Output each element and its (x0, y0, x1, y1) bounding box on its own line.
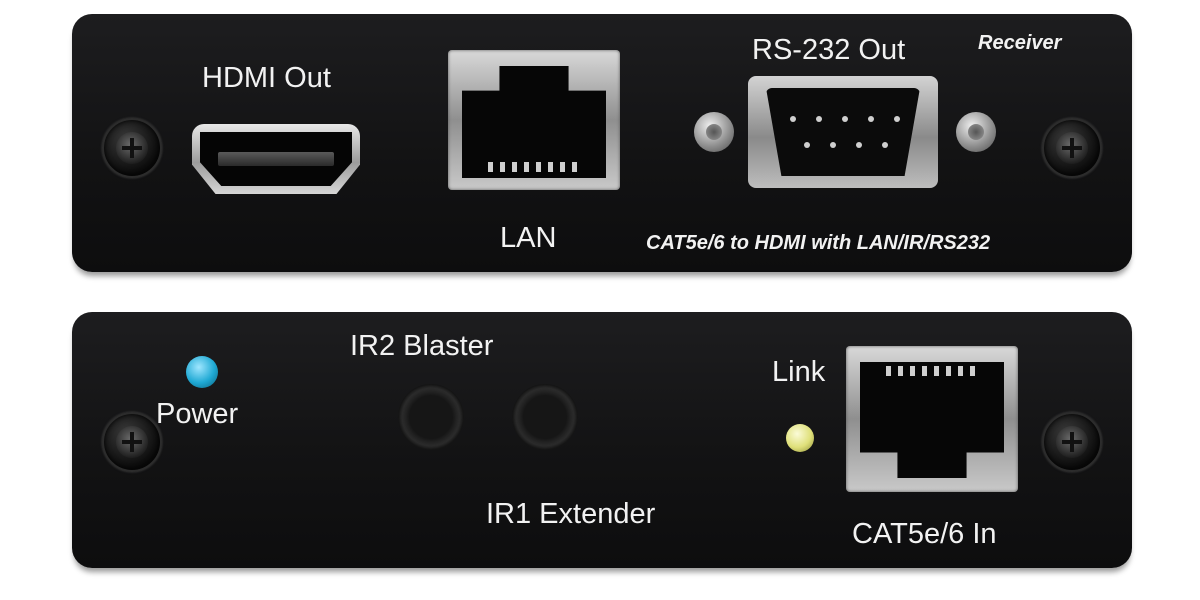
power-led-icon (186, 356, 218, 388)
rs232-right-standoff-icon (956, 112, 996, 152)
link-led-icon (786, 424, 814, 452)
rs232-out-label: RS-232 Out (752, 34, 906, 66)
receiver-label: Receiver (978, 32, 1062, 54)
left-screw-icon (102, 412, 162, 472)
left-screw-icon (102, 118, 162, 178)
ir2-blaster-label: IR2 Blaster (350, 330, 494, 362)
right-screw-icon (1042, 412, 1102, 472)
right-screw-icon (1042, 118, 1102, 178)
ir1-extender-label: IR1 Extender (486, 498, 656, 530)
ir2-blaster-jack-icon[interactable] (398, 384, 464, 450)
rs232-port-face (766, 88, 920, 176)
link-label: Link (772, 356, 826, 388)
power-label: Power (156, 398, 239, 430)
receiver-front-panel: HDMI Out LAN RS-232 Out Receiver CAT5e/6… (72, 14, 1132, 272)
hdmi-out-label: HDMI Out (202, 62, 331, 94)
ir1-extender-jack-icon[interactable] (512, 384, 578, 450)
hdmi-port-tongue (218, 152, 334, 166)
lan-label: LAN (500, 222, 557, 254)
lan-port-icon[interactable] (448, 50, 620, 190)
cat5e-in-port-icon[interactable] (846, 346, 1018, 492)
product-description-label: CAT5e/6 to HDMI with LAN/IR/RS232 (646, 232, 991, 254)
rs232-left-standoff-icon (694, 112, 734, 152)
receiver-rear-panel: Power IR2 Blaster IR1 Extender Link CAT5… (72, 312, 1132, 568)
cat5e-in-label: CAT5e/6 In (852, 518, 997, 550)
